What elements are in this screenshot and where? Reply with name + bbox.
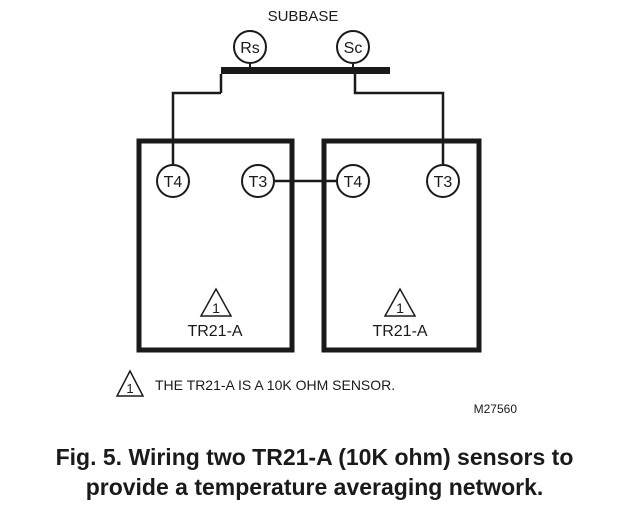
subbase-bus-bar <box>221 67 390 74</box>
footnote-text: THE TR21-A IS A 10K OHM SENSOR. <box>155 377 395 393</box>
sensor-1: T4 T3 1 TR21-A <box>136 138 295 353</box>
sensor-1-note-marker: 1 <box>212 300 220 316</box>
sc-terminal-label: Sc <box>344 40 363 57</box>
sensor-1-t3-terminal <box>241 164 275 198</box>
caption-line-2: provide a temperature averaging network. <box>85 474 544 500</box>
sensor-2-t3-label: T3 <box>434 174 453 191</box>
wire-sc-to-sensor2-t3 <box>353 74 445 164</box>
rs-terminal-circle <box>233 30 267 64</box>
sensor-1-housing <box>136 138 295 353</box>
subbase-terminal-sc: Sc <box>336 30 370 64</box>
subbase-title: SUBBASE <box>268 8 339 25</box>
subbase-terminal-rs: Rs <box>233 30 267 64</box>
sensor-1-note-triangle-icon <box>199 287 233 317</box>
sc-terminal-circle <box>336 30 370 64</box>
sensor-2-note-marker: 1 <box>396 300 404 316</box>
figure-id: M27560 <box>474 402 518 416</box>
wiring-diagram: SUBBASE Rs Sc T4 T3 1 TR21-A T4 T3 1 TR2… <box>115 8 518 416</box>
caption-line-1: Fig. 5. Wiring two TR21-A (10K ohm) sens… <box>55 444 574 470</box>
footnote-triangle-icon <box>115 369 145 397</box>
rs-terminal-label: Rs <box>240 40 260 57</box>
wire-rs-to-sensor1-t4 <box>171 91 221 164</box>
sensor-2-t4-label: T4 <box>344 174 363 191</box>
sensor-1-model-label: TR21-A <box>187 323 242 340</box>
sensor-2-model-label: TR21-A <box>372 323 427 340</box>
sensor-1-t3-label: T3 <box>249 174 268 191</box>
footnote-marker: 1 <box>126 381 133 396</box>
sensor-2-note-triangle-icon <box>383 287 417 317</box>
sensor-2-t3-terminal <box>426 164 460 198</box>
sensor-2-t4-terminal <box>336 164 370 198</box>
footnote: 1 THE TR21-A IS A 10K OHM SENSOR. <box>115 369 395 397</box>
figure-caption: Fig. 5. Wiring two TR21-A (10K ohm) sens… <box>0 442 629 502</box>
sensor-2: T4 T3 1 TR21-A <box>321 138 482 353</box>
sensor-1-t4-terminal <box>156 164 190 198</box>
sensor-2-housing <box>321 138 482 353</box>
sensor-1-t4-label: T4 <box>164 174 183 191</box>
